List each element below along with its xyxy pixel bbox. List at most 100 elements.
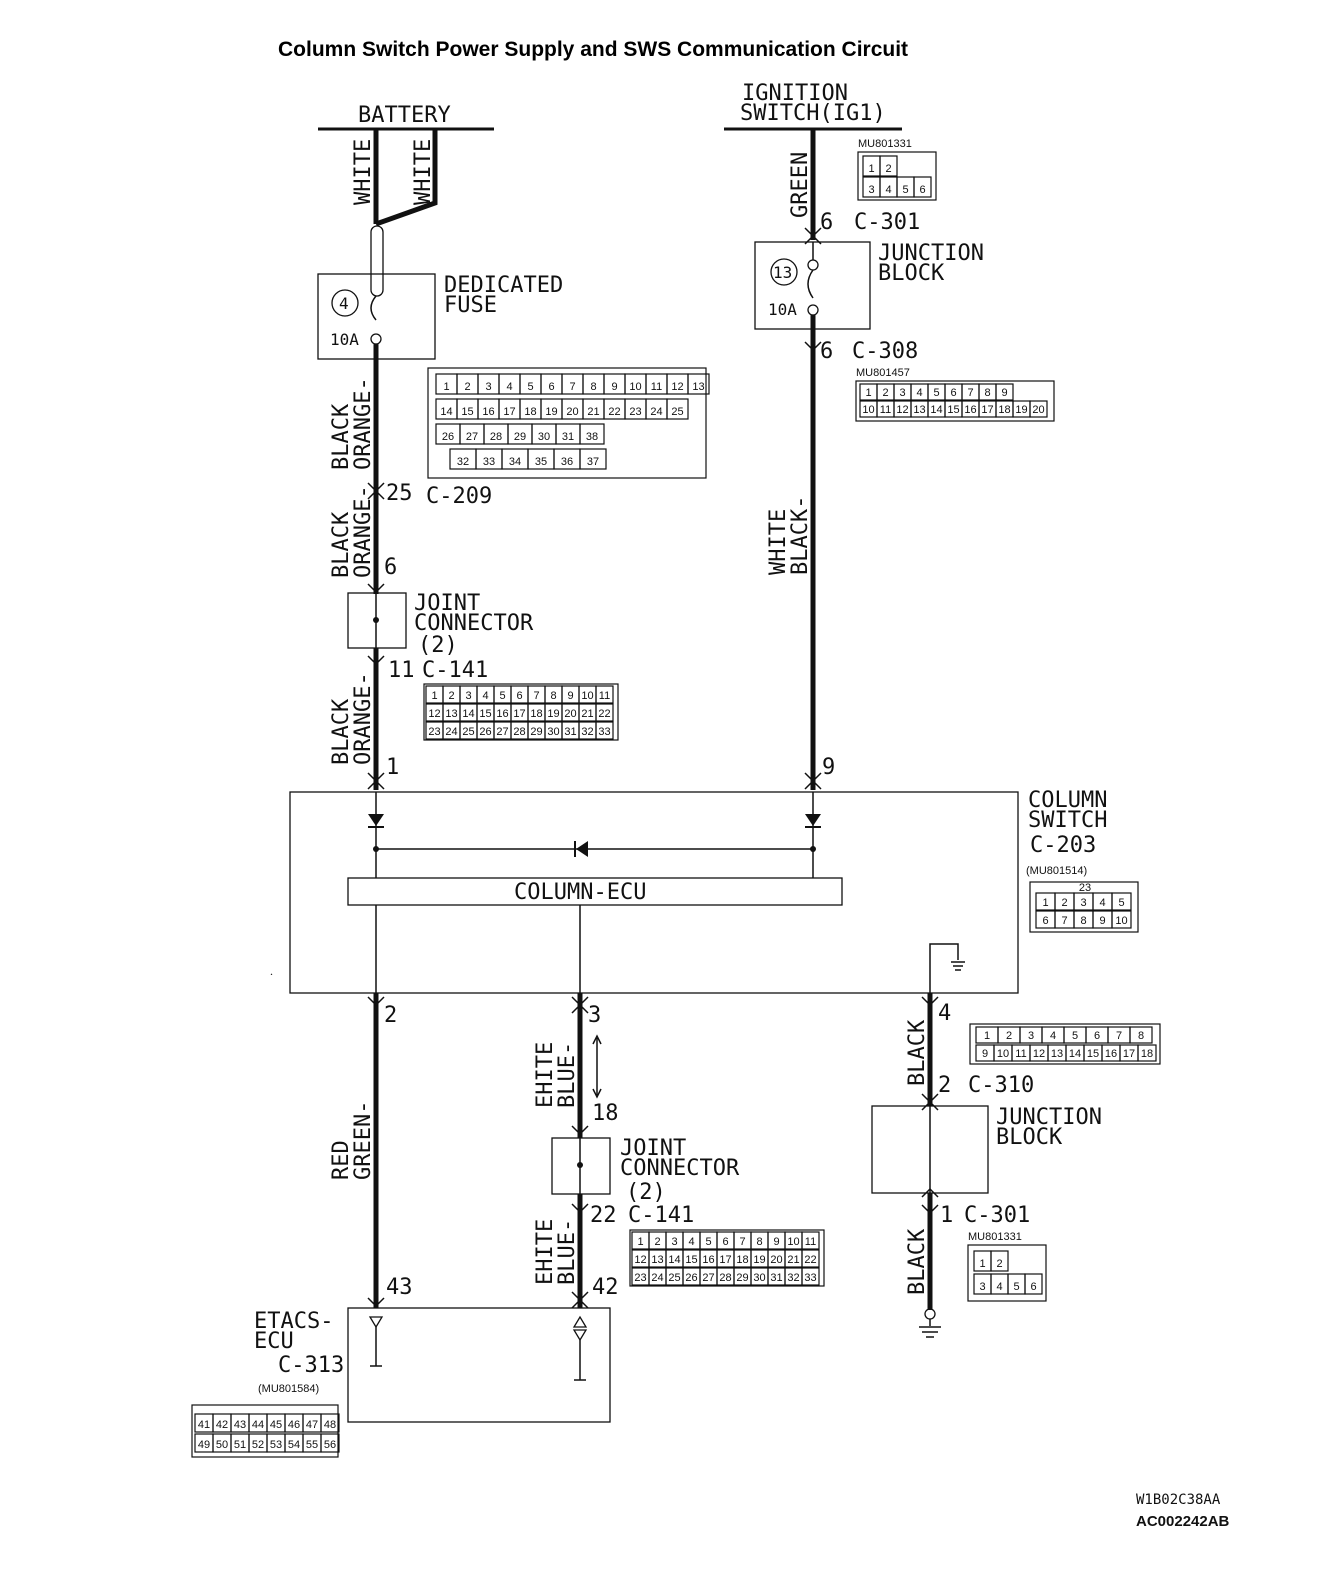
c308-pin-label: 6 xyxy=(950,387,956,399)
c141-top-pin-label: 13 xyxy=(445,708,457,720)
c209-pin-label: 14 xyxy=(440,406,452,418)
col2-arrow xyxy=(367,996,385,1007)
c308-pin-label: 4 xyxy=(916,387,922,399)
c310-pin-label: 15 xyxy=(1087,1048,1099,1060)
c141-top-pin-label: 25 xyxy=(462,726,474,738)
c209-pin-label: 19 xyxy=(545,406,557,418)
fuse-element-icon xyxy=(370,295,377,321)
c141-top-cavity xyxy=(595,703,614,722)
c313-cavity xyxy=(320,1413,340,1433)
etacs-input-43-icon xyxy=(368,1316,384,1329)
c141-bot-pin-label: 5 xyxy=(705,1236,711,1248)
c313-pin-label: 44 xyxy=(252,1419,264,1431)
c141-bot-pin-label: 12 xyxy=(634,1254,646,1266)
c141-bot-pin-label: 10 xyxy=(787,1236,799,1248)
c141-bot-pin-label: 22 xyxy=(804,1254,816,1266)
c310-pin-label: 2 xyxy=(1006,1030,1012,1042)
pin-c301-bot: 1 xyxy=(940,1203,953,1228)
c301-top-arrow-b xyxy=(804,234,822,245)
c308-pin-label: 1 xyxy=(865,387,871,399)
c310-pin-label: 14 xyxy=(1069,1048,1081,1060)
c209-pin-label: 33 xyxy=(483,456,495,468)
c209-pin-label: 25 xyxy=(671,406,683,418)
connector-face-c301-bot xyxy=(967,1244,1047,1302)
c141-bot-pin-label: 7 xyxy=(739,1236,745,1248)
wire-label-green-red-b: RED xyxy=(329,1140,354,1180)
c141-top-pin-label: 6 xyxy=(516,690,522,702)
c141-top-pin-label: 12 xyxy=(428,708,440,720)
c141-bot-pin-label: 17 xyxy=(719,1254,731,1266)
connector-c301-top: C-301 xyxy=(854,210,920,235)
bidirectional-arrow-up xyxy=(592,1034,602,1045)
pin-col-3: 3 xyxy=(588,1003,601,1028)
c310-pin-label: 12 xyxy=(1033,1048,1045,1060)
c209-pin-label: 24 xyxy=(650,406,662,418)
c310-pin-label: 4 xyxy=(1050,1030,1056,1042)
c310-pin-label: 8 xyxy=(1138,1030,1144,1042)
c209-pin-label: 38 xyxy=(586,431,598,443)
c141-top-pin-label: 22 xyxy=(598,708,610,720)
pin-etacs-43: 43 xyxy=(386,1275,413,1300)
connector-c209: C-209 xyxy=(426,484,492,509)
c141-top-pin-label: 26 xyxy=(479,726,491,738)
c203-pin-label: 1 xyxy=(1042,897,1048,909)
c141-bot-pin-label: 18 xyxy=(736,1254,748,1266)
wire-label-black-2: BLACK xyxy=(905,1228,930,1295)
c313-pin-label: 51 xyxy=(234,1439,246,1451)
junction-block-top-line2: BLOCK xyxy=(878,261,945,286)
wire-label-orange-black-1b: BLACK xyxy=(329,403,354,470)
wire-label-green-red-a: GREEN- xyxy=(351,1101,376,1180)
c141-top-pin-label: 7 xyxy=(533,690,539,702)
battery-label: BATTERY xyxy=(358,103,451,128)
c310-pin-label: 13 xyxy=(1051,1048,1063,1060)
connector-face-c308 xyxy=(855,380,1055,422)
c209-pin-label: 28 xyxy=(490,431,502,443)
c141-bot-pin-label: 28 xyxy=(719,1272,731,1284)
c301-bot-pin-label: 3 xyxy=(979,1281,985,1293)
c141-top-pin-label: 21 xyxy=(581,708,593,720)
c141-top-pin-label: 27 xyxy=(496,726,508,738)
c141-bot-pin-label: 4 xyxy=(688,1236,694,1248)
c141-bot-pin-label: 8 xyxy=(756,1236,762,1248)
c209-cavity xyxy=(687,373,710,395)
c141-top-pin-label: 29 xyxy=(530,726,542,738)
pin-col-4: 4 xyxy=(938,1001,951,1026)
c209-pin-label: 7 xyxy=(569,381,575,393)
pin-etacs-42: 42 xyxy=(592,1275,619,1300)
c209-cavity xyxy=(579,423,605,445)
c141-bot-pin-label: 9 xyxy=(773,1236,779,1248)
c141-top-pin-label: 3 xyxy=(465,690,471,702)
c209-pin-label: 29 xyxy=(514,431,526,443)
c209-pin-label: 37 xyxy=(587,456,599,468)
c141-bot-pin-label: 13 xyxy=(651,1254,663,1266)
c209-pin-label: 21 xyxy=(587,406,599,418)
c301-top-pin-label: 3 xyxy=(868,184,874,196)
column-ecu-box xyxy=(347,877,843,906)
ground-terminal xyxy=(924,1308,936,1320)
c310-arrow-b xyxy=(921,1100,939,1111)
c313-pin-label: 55 xyxy=(306,1439,318,1451)
c301-top-pin-label: 1 xyxy=(868,163,874,175)
c141-top-pin-label: 4 xyxy=(482,690,488,702)
jb-terminal-bottom xyxy=(807,304,819,316)
c209-pin-label: 12 xyxy=(671,381,683,393)
wire-label-orange-black-2a: ORANGE- xyxy=(351,485,376,578)
dedicated-fuse-line2: FUSE xyxy=(444,293,497,318)
c209-pin-label: 27 xyxy=(466,431,478,443)
c310-pin-label: 7 xyxy=(1116,1030,1122,1042)
fuse-number-circle xyxy=(331,289,359,317)
c308-pin-label: 17 xyxy=(981,404,993,416)
c141-bot-pin-label: 20 xyxy=(770,1254,782,1266)
c209-pin-label: 34 xyxy=(509,456,521,468)
c209-pin-label: 23 xyxy=(629,406,641,418)
c141-top-pin-label: 16 xyxy=(496,708,508,720)
etacs-line2: ECU xyxy=(254,1329,294,1354)
etacs42-arrow-b xyxy=(571,1298,589,1309)
connector-face-c310 xyxy=(969,1023,1161,1065)
c310-pin-label: 18 xyxy=(1141,1048,1153,1060)
c209-out-arrow xyxy=(367,489,385,500)
c209-pin-label: 2 xyxy=(464,381,470,393)
c310-pin-label: 3 xyxy=(1028,1030,1034,1042)
